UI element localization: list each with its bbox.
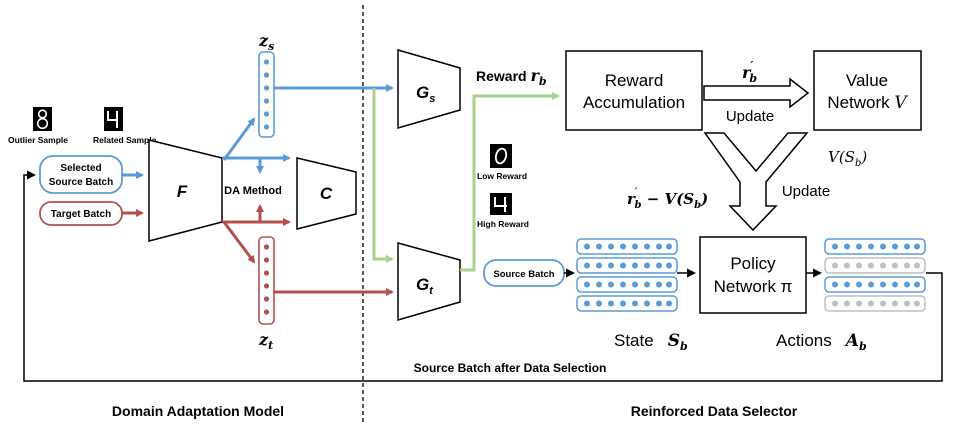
low-reward-label: Low Reward [477,171,527,181]
value-network-line2: Network V [827,93,908,113]
domain-discriminator-gs [397,49,461,129]
domain-adaptation-title: Domain Adaptation Model [112,403,284,419]
gs-label: Gs [416,83,435,105]
zs-vector-dots [263,59,270,130]
f-to-zt-arrow [222,221,256,264]
low-reward-icon [490,144,512,168]
update-merge-arrow [703,132,809,232]
reward-accumulation-line1: Reward [605,71,664,90]
source-batch-label: Source Batch [493,269,554,280]
actions-matrix [824,238,926,312]
value-network-line1: Value [846,71,888,90]
policy-network-line1: Policy [730,254,776,273]
value-network-box [813,50,922,131]
zs-label: zs [258,31,274,53]
advantage-label: r′b − V(Sb) [627,187,708,211]
feature-extractor-f-label: F [177,182,188,201]
classifier-c-label: C [320,184,333,203]
gs-to-gt-link [372,88,394,263]
state-matrix [576,238,678,312]
r-prime-arrow [703,77,810,109]
feedback-loop-arrow [23,170,943,382]
v-of-s-label: V(Sb) [828,148,867,169]
data-selector-title: Reinforced Data Selector [631,403,798,419]
outlier-sample-icon [33,107,52,131]
zt-feature-vector [258,236,275,325]
gt-label: Gt [416,275,434,297]
zt-label: zt [258,330,273,352]
related-sample-icon [104,107,123,131]
update-mid-label: Update [782,183,830,200]
reward-label: Reward rb [476,66,547,88]
zt-vector-dots [263,244,270,315]
feedback-label: Source Batch after Data Selection [414,361,607,375]
policy-network-box [699,236,807,314]
outlier-sample-label: Outlier Sample [8,135,68,145]
da-method-label: DA Method [224,185,282,197]
f-to-zs-arrow [222,117,256,161]
reward-path [460,92,560,272]
domain-discriminator-gt [397,242,461,321]
zs-feature-vector [258,51,275,138]
classifier-c [296,157,357,230]
related-sample-label: Related Sample [93,135,157,145]
update-top-label: Update [726,108,774,125]
high-reward-icon [490,193,512,215]
r-prime-label: r′b [742,59,757,85]
high-reward-label: High Reward [477,219,529,229]
target-batch-label: Target Batch [51,209,111,220]
selected-source-batch-label-line2: Source Batch [49,177,113,188]
selected-source-batch-label-line1: Selected [60,163,101,174]
reward-accumulation-box [565,50,703,131]
policy-network-line2: Network π [714,277,793,296]
reward-accumulation-line2: Accumulation [583,93,685,112]
